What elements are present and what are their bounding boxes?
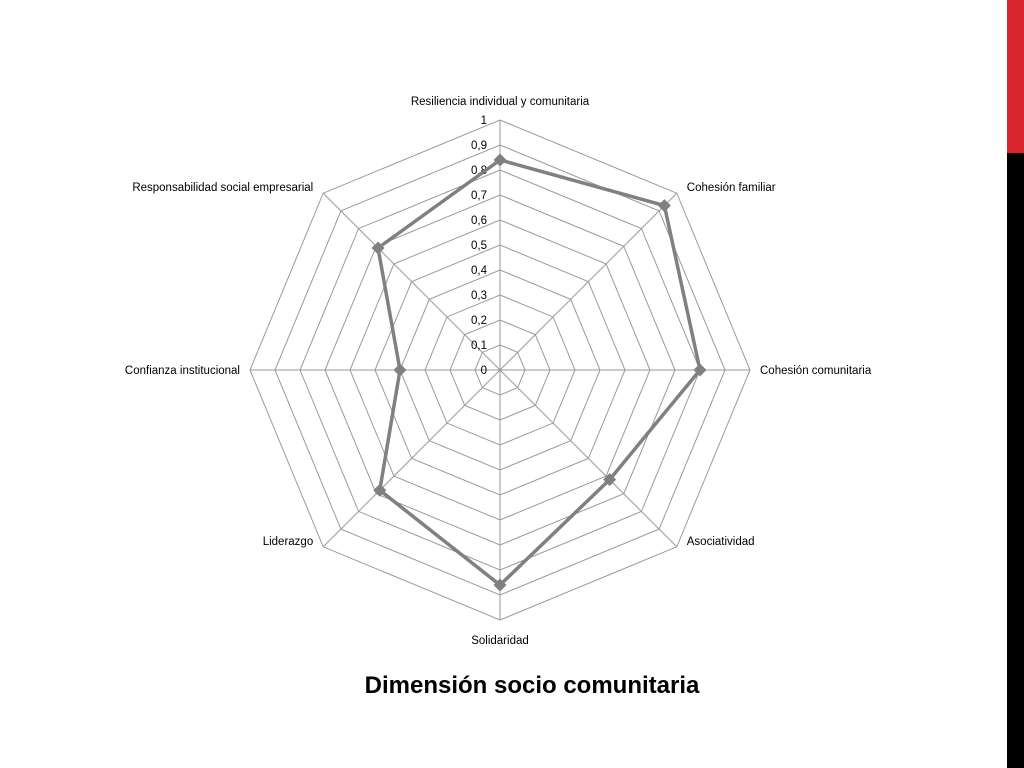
- data-point-marker: [493, 153, 507, 167]
- data-point-marker: [493, 578, 507, 592]
- grid-spoke: [499, 192, 678, 371]
- tick-label: 0,2: [471, 315, 487, 327]
- data-point-marker: [693, 363, 707, 377]
- radar-series: [371, 153, 707, 592]
- data-point-marker: [657, 199, 671, 213]
- side-accent-bar-black: [1007, 153, 1024, 768]
- tick-label: 0: [481, 365, 487, 377]
- grid-spoke: [322, 369, 501, 548]
- radar-grid: [249, 119, 751, 621]
- tick-label: 0,4: [471, 265, 488, 277]
- grid-spoke: [499, 369, 678, 548]
- axis-label: Cohesión familiar: [687, 182, 776, 194]
- axis-label: Confianza institucional: [125, 365, 240, 377]
- tick-label: 0,7: [471, 190, 487, 202]
- radar-chart: 00,10,20,30,40,50,60,70,80,91 Resilienci…: [125, 96, 872, 647]
- side-accent-bar-red: [1007, 0, 1024, 153]
- data-point-marker: [603, 473, 617, 487]
- tick-label: 0,6: [471, 215, 487, 227]
- grid-spoke: [322, 192, 501, 371]
- data-point-marker: [371, 241, 385, 255]
- axis-label: Asociatividad: [687, 536, 755, 548]
- axis-label: Responsabilidad social empresarial: [132, 182, 313, 194]
- axis-label: Cohesión comunitaria: [760, 365, 872, 377]
- tick-label: 0,5: [471, 240, 487, 252]
- radial-tick-labels: 00,10,20,30,40,50,60,70,80,91: [471, 115, 488, 377]
- axis-label: Solidaridad: [471, 635, 529, 647]
- tick-label: 0,3: [471, 290, 487, 302]
- tick-label: 1: [481, 115, 487, 127]
- tick-label: 0,1: [471, 340, 487, 352]
- tick-label: 0,9: [471, 140, 487, 152]
- axis-label: Liderazgo: [263, 536, 314, 548]
- chart-title: Dimensión socio comunitaria: [364, 672, 700, 699]
- axis-label: Resiliencia individual y comunitaria: [411, 96, 590, 108]
- axis-labels: Resiliencia individual y comunitariaCohe…: [125, 96, 872, 647]
- data-point-marker: [373, 483, 387, 497]
- data-point-marker: [393, 363, 407, 377]
